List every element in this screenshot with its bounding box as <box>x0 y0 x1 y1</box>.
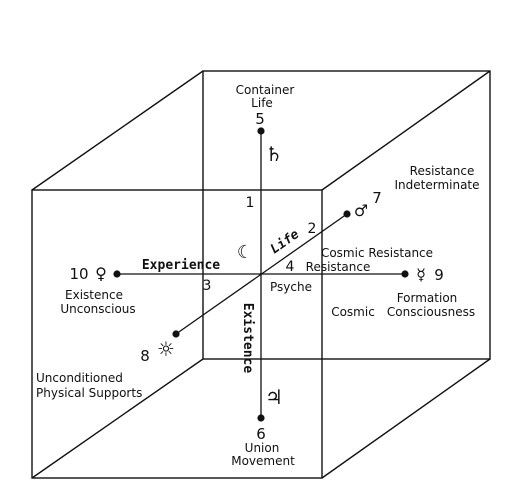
point-10-dot <box>113 270 121 278</box>
number-5: 5 <box>255 110 265 128</box>
cube-edge-bottom-right <box>321 358 491 479</box>
sun-icon: ☼ <box>157 337 175 361</box>
number-2: 2 <box>308 221 317 237</box>
number-7: 7 <box>372 189 382 207</box>
cube-edge-bottom-left <box>31 358 204 479</box>
label-unconscious: Unconscious <box>60 302 135 316</box>
label-container: Container <box>236 83 295 97</box>
point-5-dot <box>257 127 265 135</box>
axis-label-experience: Experience <box>142 258 220 273</box>
label-formation: Formation <box>397 291 458 305</box>
label-movement: Movement <box>231 454 295 468</box>
moon-icon: ☾ <box>237 242 253 263</box>
label-consciousness: Consciousness <box>387 305 475 319</box>
label-existence-left: Existence <box>65 288 123 302</box>
label-indeterminate: Indeterminate <box>394 178 479 192</box>
number-9: 9 <box>434 266 444 284</box>
axes <box>117 131 405 418</box>
cube-edge-top-left <box>31 70 204 191</box>
saturn-icon: ♄ <box>265 142 283 166</box>
number-4: 4 <box>286 259 295 275</box>
venus-icon: ♀ <box>95 264 107 283</box>
label-physical-supports: Physical Supports <box>36 386 142 400</box>
axis-label-existence: Existence <box>240 303 255 374</box>
cube-frame <box>31 70 491 479</box>
label-resistance-top: Resistance <box>410 164 475 178</box>
mars-icon: ♂ <box>354 201 368 220</box>
label-unconditioned: Unconditioned <box>36 371 123 385</box>
cube-edge-top-right <box>321 70 491 191</box>
label-life-top: Life <box>251 96 273 110</box>
cube-back-face <box>202 70 491 360</box>
axis-endpoints <box>113 127 409 422</box>
number-6: 6 <box>256 425 266 443</box>
cube-front-face <box>31 189 323 479</box>
point-8-dot <box>172 330 180 338</box>
number-1: 1 <box>246 195 255 211</box>
number-3: 3 <box>203 278 212 294</box>
jupiter-icon: ♃ <box>265 385 283 409</box>
axis-label-life: Life <box>268 227 302 257</box>
number-10: 10 <box>69 265 88 283</box>
number-8: 8 <box>140 347 150 365</box>
label-resistance-center: Resistance <box>306 260 371 274</box>
label-psyche: Psyche <box>270 280 312 294</box>
mercury-icon: ☿ <box>416 265 426 284</box>
point-6-dot <box>257 414 265 422</box>
point-7-dot <box>343 210 351 218</box>
point-9-dot <box>401 270 409 278</box>
label-union: Union <box>245 441 280 455</box>
label-cosmic: Cosmic <box>331 305 375 319</box>
label-cosmic-resistance: Cosmic Resistance <box>321 246 433 260</box>
depth-axis <box>175 213 348 335</box>
